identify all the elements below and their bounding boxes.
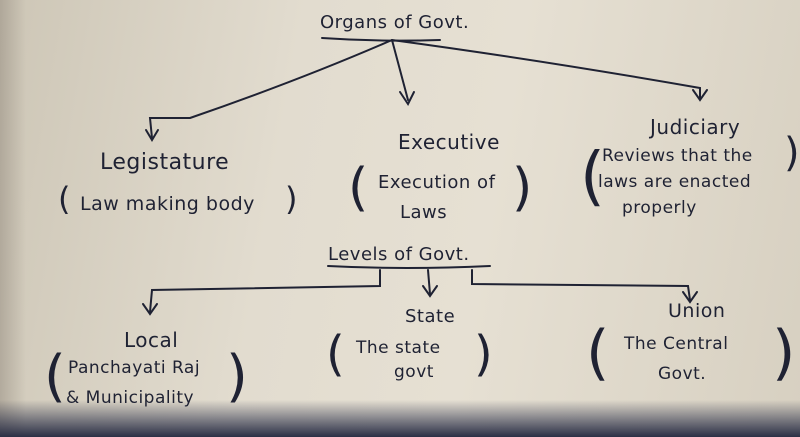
judiciary-close-paren: ) <box>784 130 800 176</box>
state-open-paren: ( <box>326 326 345 382</box>
union-description-line1: The Central <box>624 334 729 354</box>
organs-title-underline <box>321 37 441 42</box>
connector-levels-local <box>149 269 381 313</box>
arrowhead-union <box>682 291 698 304</box>
local-description-line1: Panchayati Raj <box>68 358 201 378</box>
judiciary-open-paren: ( <box>580 140 605 214</box>
judiciary-description-line2: laws are enacted <box>598 172 752 192</box>
executive-description-line1: Execution of <box>378 172 496 193</box>
arrowhead-executive <box>399 91 415 106</box>
photo-bottom-shadow <box>0 400 800 437</box>
judiciary-label: Judiciary <box>650 115 741 139</box>
executive-open-paren: ( <box>348 158 369 218</box>
levels-title: Levels of Govt. <box>328 244 470 265</box>
state-description-line1: The state <box>356 338 441 358</box>
levels-title-underline <box>327 265 491 269</box>
state-close-paren: ) <box>474 326 493 382</box>
local-close-paren: ) <box>226 344 248 409</box>
connector-organs-executive <box>391 39 409 101</box>
organs-title: Organs of Govt. <box>320 12 470 33</box>
executive-close-paren: ) <box>512 158 533 218</box>
local-open-paren: ( <box>44 344 66 409</box>
union-description-line2: Govt. <box>658 364 707 384</box>
connector-levels-union <box>471 269 691 301</box>
connector-levels-state <box>427 269 431 295</box>
connector-organs-judiciary <box>391 39 701 99</box>
local-label: Local <box>124 328 179 352</box>
arrowhead-local <box>142 303 158 316</box>
page-fold-shadow <box>0 0 26 437</box>
judiciary-description-line1: Reviews that the <box>602 146 753 166</box>
arrowhead-judiciary <box>692 89 708 102</box>
union-open-paren: ( <box>586 318 610 388</box>
executive-label: Executive <box>398 130 500 154</box>
union-close-paren: ) <box>772 318 796 388</box>
legislature-close-paren: ) <box>285 180 298 218</box>
state-description-line2: govt <box>394 362 434 382</box>
arrowhead-state <box>422 285 438 298</box>
legislature-open-paren: ( <box>58 180 71 218</box>
connector-organs-legislature <box>148 39 393 139</box>
state-label: State <box>405 306 456 327</box>
legislature-description: Law making body <box>80 193 255 215</box>
arrowhead-legislature <box>145 129 159 142</box>
judiciary-description-line3: properly <box>622 198 697 218</box>
legislature-label: Legistature <box>100 150 230 175</box>
union-label: Union <box>668 300 726 322</box>
executive-description-line2: Laws <box>400 202 448 223</box>
